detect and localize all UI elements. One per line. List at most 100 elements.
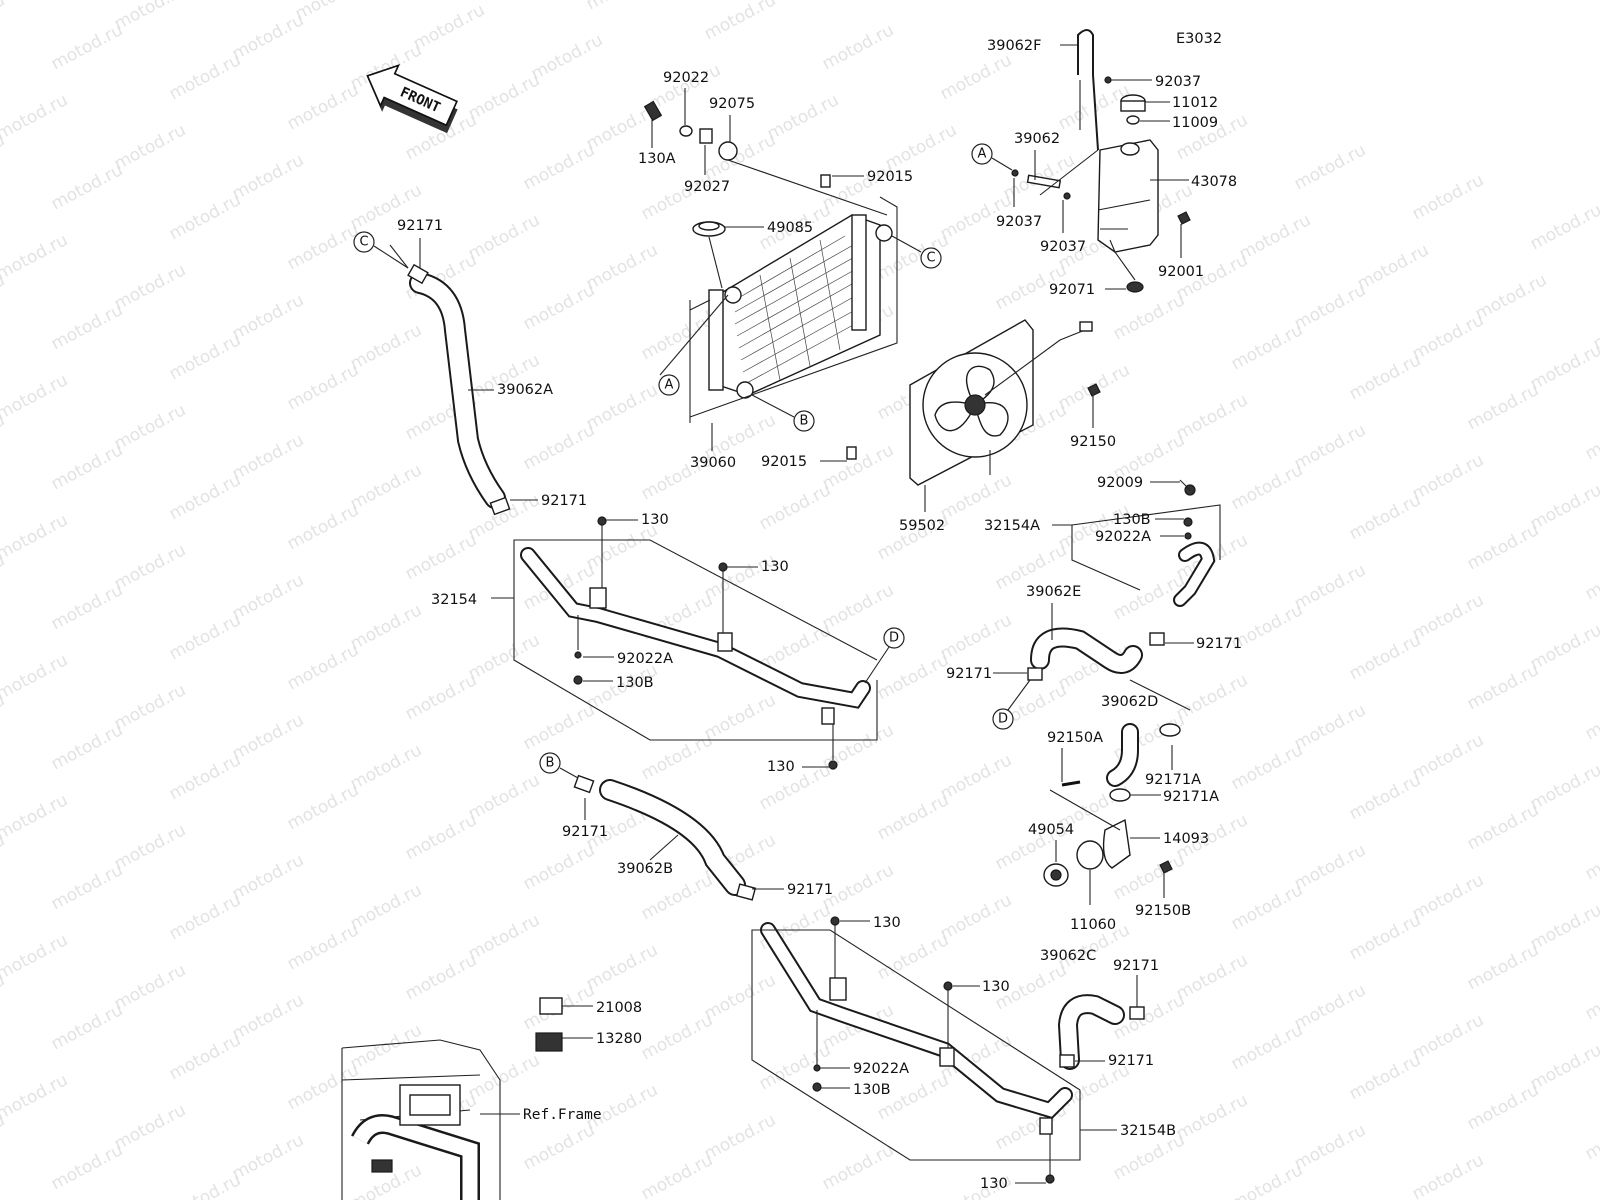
svg-text:A: A [978, 147, 987, 162]
watermark-text: motod.ru [465, 770, 543, 824]
watermark-text: motod.ru [1228, 1160, 1306, 1200]
label-92171A: 92171A [1145, 772, 1201, 788]
watermark-text: motod.ru [229, 430, 307, 484]
watermark-text: motod.ru [1173, 1090, 1251, 1144]
watermark-text: motod.ru [1346, 490, 1424, 544]
watermark-text: motod.ru [111, 960, 189, 1014]
watermark-text: motod.ru [1527, 900, 1600, 954]
watermark-text: motod.ru [465, 70, 543, 124]
watermark-text: motod.ru [1228, 740, 1306, 794]
o-ring-11009 [1126, 115, 1140, 125]
label-92171: 92171 [562, 824, 608, 840]
watermark-text: motod.ru [284, 360, 362, 414]
clamp-92171-e2 [1149, 632, 1165, 646]
damper-92071 [1126, 281, 1144, 293]
frame-reference [341, 997, 563, 1200]
watermark-text: motod.ru [1464, 660, 1542, 714]
watermark-text: motod.ru [465, 630, 543, 684]
watermark-text: motod.ru [111, 680, 189, 734]
pipe-32154A-bracket [1071, 479, 1221, 711]
watermark-text: motod.ru [465, 1050, 543, 1104]
bolt-92001 [1177, 211, 1191, 225]
watermark-text: motod.ru [410, 0, 488, 54]
watermark-text: motod.ru [347, 1020, 425, 1074]
tank-leader-lines [1039, 149, 1136, 281]
watermark-text: motod.ru [229, 990, 307, 1044]
watermark-text: motod.ru [229, 710, 307, 764]
label-92150B: 92150B [1135, 903, 1191, 919]
label-39062: 39062 [1014, 131, 1060, 147]
watermark-text: motod.ru [111, 1100, 189, 1154]
watermark-text: motod.ru [111, 400, 189, 454]
label-92171: 92171 [541, 493, 587, 509]
watermark-text: motod.ru [166, 50, 244, 104]
watermark-text: motod.ru [1173, 390, 1251, 444]
label-39062A: 39062A [497, 382, 553, 398]
label-130B: 130B [1113, 512, 1151, 528]
label-39062F: 39062F [987, 38, 1041, 54]
watermark-text: motod.ru [402, 950, 480, 1004]
clamp-92171-b [573, 774, 595, 794]
hose-39062D [1108, 725, 1137, 785]
watermark-text: motod.ru [0, 90, 71, 144]
watermark-text: motod.ru [111, 120, 189, 174]
pipe-32154-bracket [513, 525, 878, 760]
callout-a-lower: A [658, 374, 680, 396]
watermark-text: motod.ru [48, 440, 126, 494]
watermark-text: motod.ru [1582, 1110, 1600, 1164]
relay-21008 [539, 997, 563, 1015]
label-92022A: 92022A [1095, 529, 1151, 545]
watermark-text: motod.ru [166, 470, 244, 524]
watermark-text: motod.ru [166, 1030, 244, 1084]
watermark-text: motod.ru [284, 500, 362, 554]
label-39062C: 39062C [1040, 948, 1096, 964]
radiator-cap-neck [724, 286, 742, 304]
watermark-text: motod.ru [1527, 340, 1600, 394]
callout-markers: A A B C C D D B [353, 143, 1031, 779]
watermark-text: motod.ru [166, 190, 244, 244]
label-39062B: 39062B [617, 861, 673, 877]
watermark-text: motod.ru [229, 150, 307, 204]
watermark-text: motod.ru [465, 910, 543, 964]
watermark-text: motod.ru [48, 580, 126, 634]
gasket-11060 [1076, 840, 1104, 870]
watermark-text: motod.ru [1464, 940, 1542, 994]
watermark-text: motod.ru [1409, 870, 1487, 924]
label-92171: 92171 [946, 666, 992, 682]
watermark-text: motod.ru [937, 470, 1015, 524]
bolt-92150 [1087, 383, 1101, 397]
label-92022: 92022 [663, 70, 709, 86]
watermark-text: motod.ru [1346, 630, 1424, 684]
watermark-text: motod.ru [0, 0, 8, 44]
watermark-text: motod.ru [229, 10, 307, 64]
ref-frame-label: Ref.Frame [523, 1107, 602, 1123]
watermark-text: motod.ru [0, 0, 71, 4]
label-92171: 92171 [397, 218, 443, 234]
label-14093: 14093 [1163, 831, 1209, 847]
watermark-text: motod.ru [583, 940, 661, 994]
label-92027: 92027 [684, 179, 730, 195]
watermark-text: motod.ru [284, 920, 362, 974]
watermark-text: motod.ru [1582, 410, 1600, 464]
label-92037: 92037 [1155, 74, 1201, 90]
callout-d-pipe: D [864, 627, 905, 684]
label-39062D: 39062D [1101, 694, 1158, 710]
watermark-text: motod.ru [819, 20, 897, 74]
label-92071: 92071 [1049, 282, 1095, 298]
radiator-leader-lines [659, 159, 898, 451]
watermark-text: motod.ru [1527, 620, 1600, 674]
label-92171: 92171 [787, 882, 833, 898]
collar-92027 [699, 128, 713, 144]
callout-b-hose: B [539, 752, 579, 779]
watermark-text: motod.ru [1409, 1010, 1487, 1064]
watermark-text: motod.ru [1527, 200, 1600, 254]
bolt-92150B [1159, 860, 1173, 874]
watermark-text: motod.ru [402, 810, 480, 864]
watermark-text: motod.ru [229, 1130, 307, 1184]
clamp-92171A-1 [1159, 723, 1181, 737]
clamp-92171-e1 [1027, 667, 1043, 681]
watermark-text: motod.ru [347, 320, 425, 374]
label-130B: 130B [616, 675, 654, 691]
label-92022A: 92022A [617, 651, 673, 667]
